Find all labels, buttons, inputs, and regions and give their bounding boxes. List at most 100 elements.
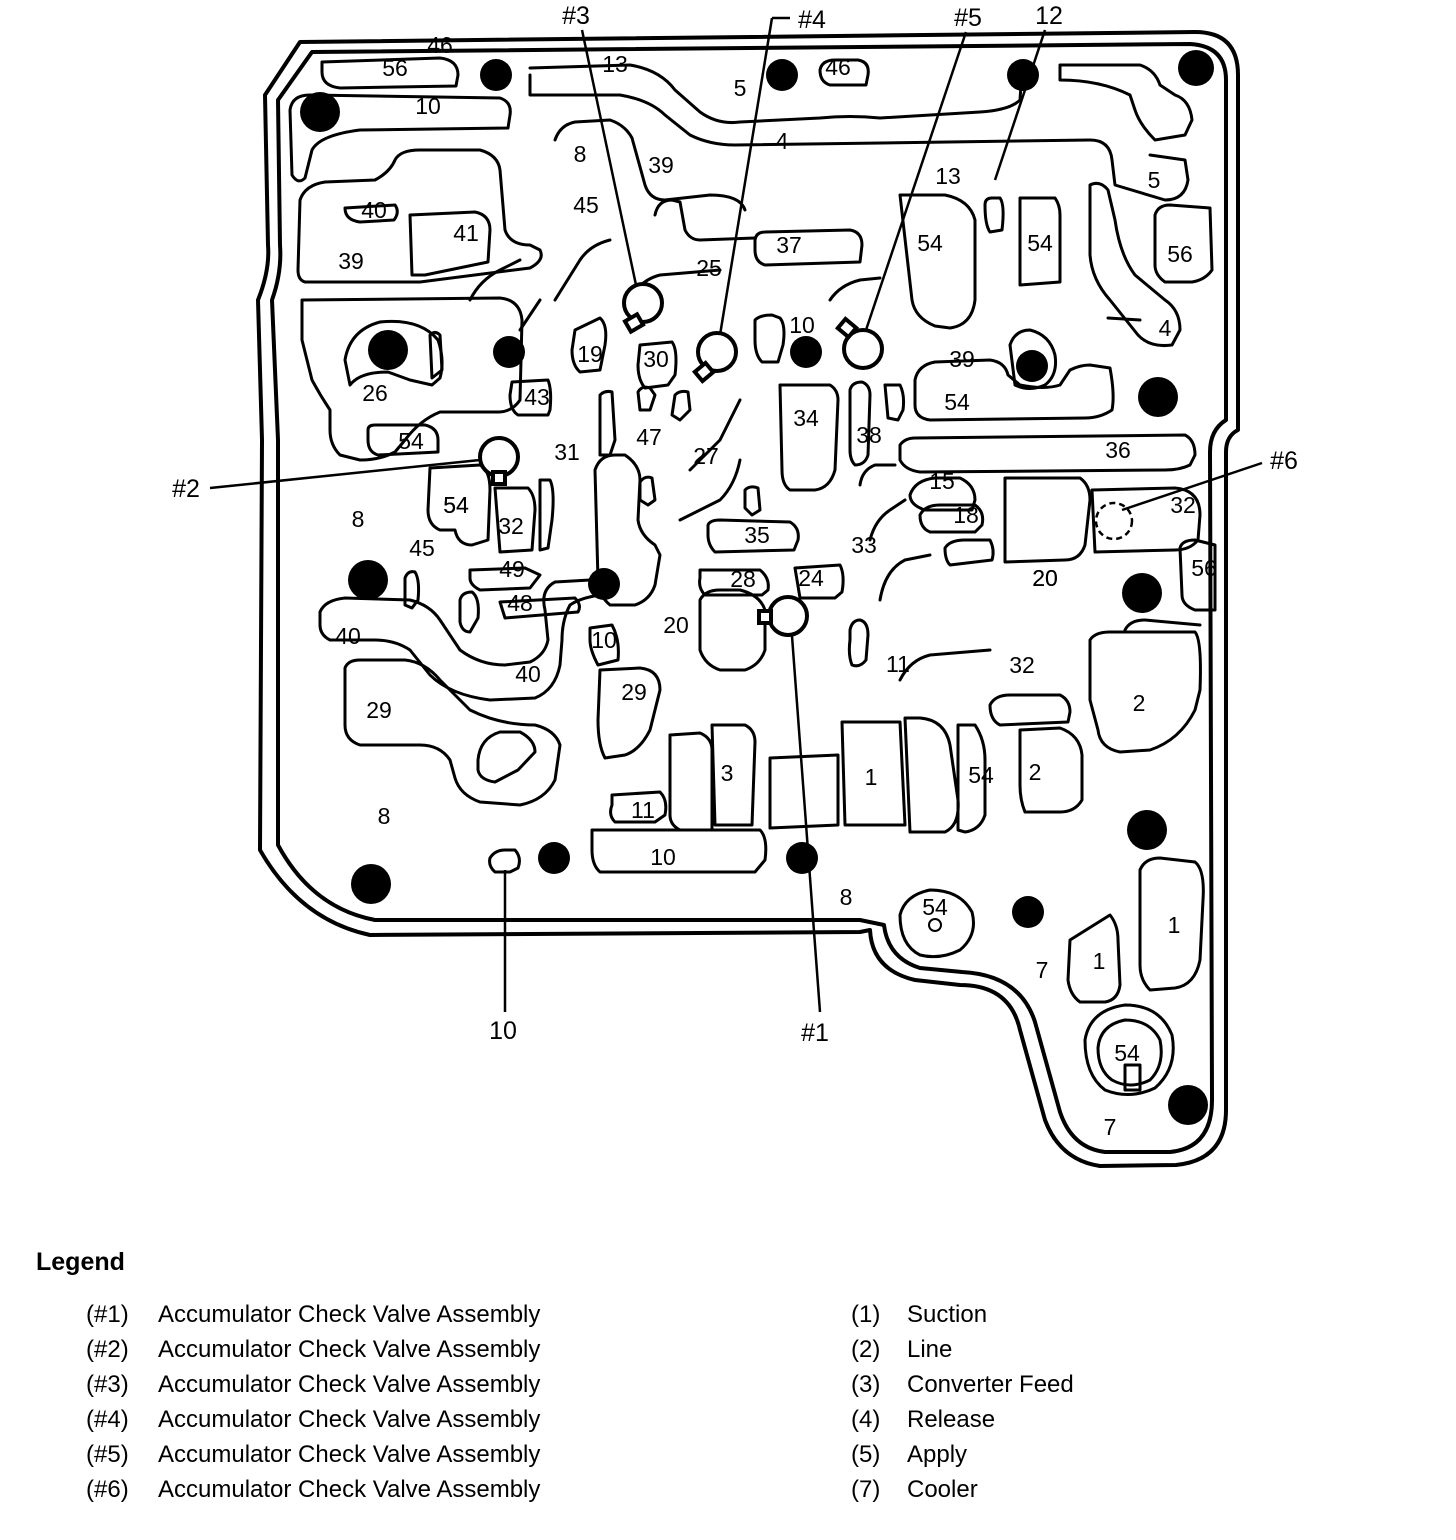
legend-valve-key: (#5) <box>86 1441 129 1468</box>
legend-passage-key: (5) <box>851 1441 881 1468</box>
passage-label: 30 <box>643 346 669 372</box>
passage-label: 11 <box>631 797 655 823</box>
legend-passage-text: Cooler <box>907 1476 978 1503</box>
passage-label: 29 <box>366 697 392 723</box>
leader-passage-12 <box>993 29 1047 181</box>
leader-valve-6 <box>1121 461 1263 512</box>
bolt-hole <box>1012 896 1044 928</box>
passage-label: 20 <box>1032 565 1058 591</box>
passage-label: 54 <box>922 894 948 920</box>
check-valve-4 <box>696 331 738 373</box>
bolt-hole <box>1178 50 1214 86</box>
passage-label: 18 <box>953 502 979 528</box>
legend-valve-text: Accumulator Check Valve Assembly <box>158 1371 541 1398</box>
passage-label: 1 <box>865 764 878 790</box>
bolt-hole <box>351 864 391 904</box>
passage-label: 54 <box>1114 1040 1140 1066</box>
bolt-hole <box>766 59 798 91</box>
legend-valve-text: Accumulator Check Valve Assembly <box>158 1336 541 1363</box>
check-valve-2-seat <box>491 470 507 486</box>
legend-valve-text: Accumulator Check Valve Assembly <box>158 1476 541 1503</box>
legend-title: Legend <box>36 1248 125 1276</box>
passage-label: 54 <box>944 389 970 415</box>
passage-label: 1 <box>1093 948 1106 974</box>
passage-label: 8 <box>352 506 365 532</box>
passage-label: 11 <box>886 651 910 677</box>
legend-valve-text: Accumulator Check Valve Assembly <box>158 1441 541 1468</box>
bolt-hole <box>1127 810 1167 850</box>
passage-label: 2 <box>1133 690 1146 716</box>
legend-valve-key: (#6) <box>86 1476 129 1503</box>
check-valve-3-seat <box>622 311 646 335</box>
bolt-hole <box>1016 350 1048 382</box>
passage-label: 8 <box>378 803 391 829</box>
bolt-hole <box>348 560 388 600</box>
passage-label: 45 <box>573 192 599 218</box>
check-valves <box>478 282 1134 637</box>
passage-label: 54 <box>398 428 424 454</box>
bolt-hole <box>300 92 340 132</box>
passage-label: 24 <box>798 565 824 591</box>
passage-label: 7 <box>1036 957 1049 983</box>
valve-body-diagram: 5613465104648391354045415454375639254101… <box>172 2 1298 1168</box>
leader-valve-5 <box>864 31 968 331</box>
passage-label: 4 <box>776 128 789 154</box>
passage-label: 7 <box>1104 1114 1117 1140</box>
passage-label: 10 <box>789 312 815 338</box>
passage-label: 40 <box>361 197 387 223</box>
passage-label: 3 <box>721 760 734 786</box>
passage-label: 20 <box>663 612 689 638</box>
callout-valve-5: #5 <box>954 4 982 32</box>
passage-label: 10 <box>650 844 676 870</box>
passage-label: 56 <box>1167 241 1193 267</box>
check-valve-1 <box>767 595 809 637</box>
passage-label: 19 <box>577 341 603 367</box>
bolt-hole <box>588 568 620 600</box>
passage-label: 20 <box>1032 565 1058 591</box>
passage-label: 38 <box>856 422 882 448</box>
callout-valve-3: #3 <box>562 2 590 30</box>
bolt-holes <box>300 50 1214 1125</box>
bolt-hole <box>1007 59 1039 91</box>
check-valve-5-seat <box>834 316 860 340</box>
callout-labels: #3 #4 #5 12 #2 #6 10 #1 <box>172 2 1298 1047</box>
callout-valve-1: #1 <box>801 1019 829 1047</box>
bolt-hole <box>480 59 512 91</box>
callout-passage-12: 12 <box>1035 2 1063 30</box>
callout-valve-2: #2 <box>172 475 200 503</box>
passage-label: 47 <box>636 424 662 450</box>
passage-label: 54 <box>1027 230 1053 256</box>
legend-valve-key: (#4) <box>86 1406 129 1433</box>
passage-label: 4 <box>1159 315 1172 341</box>
legend-valve-key: (#1) <box>86 1301 129 1328</box>
callout-leaders <box>209 16 1263 1013</box>
passage-label: 34 <box>793 405 819 431</box>
passage-label: 41 <box>453 220 479 246</box>
leader-valve-2 <box>209 458 481 490</box>
passage-label: 35 <box>744 522 770 548</box>
legend-valve-key: (#2) <box>86 1336 129 1363</box>
passage-label: 36 <box>1105 437 1131 463</box>
passage-label: 45 <box>409 535 435 561</box>
passage-label: 29 <box>621 679 647 705</box>
passage-label: 46 <box>427 32 453 58</box>
check-valve-4-seat <box>691 360 717 384</box>
legend-valve-key: (#3) <box>86 1371 129 1398</box>
passage-label: 39 <box>648 152 674 178</box>
passage-label: 10 <box>591 627 617 653</box>
callout-passage-10: 10 <box>489 1017 517 1045</box>
passage-label: 8 <box>574 141 587 167</box>
passage-label: 54 <box>968 762 994 788</box>
passage-label: 56 <box>382 55 408 81</box>
passage-label: 5 <box>734 75 747 101</box>
passage-label: 32 <box>498 513 524 539</box>
passage-label: 10 <box>415 93 441 119</box>
passage-label: 56 <box>1191 555 1217 581</box>
passage-contours <box>288 56 1217 1096</box>
bolt-hole <box>493 336 525 368</box>
passage-label: 32 <box>1170 492 1196 518</box>
passage-label: 13 <box>935 163 961 189</box>
legend-passage-text: Converter Feed <box>907 1371 1074 1398</box>
legend-passage-key: (3) <box>851 1371 881 1398</box>
